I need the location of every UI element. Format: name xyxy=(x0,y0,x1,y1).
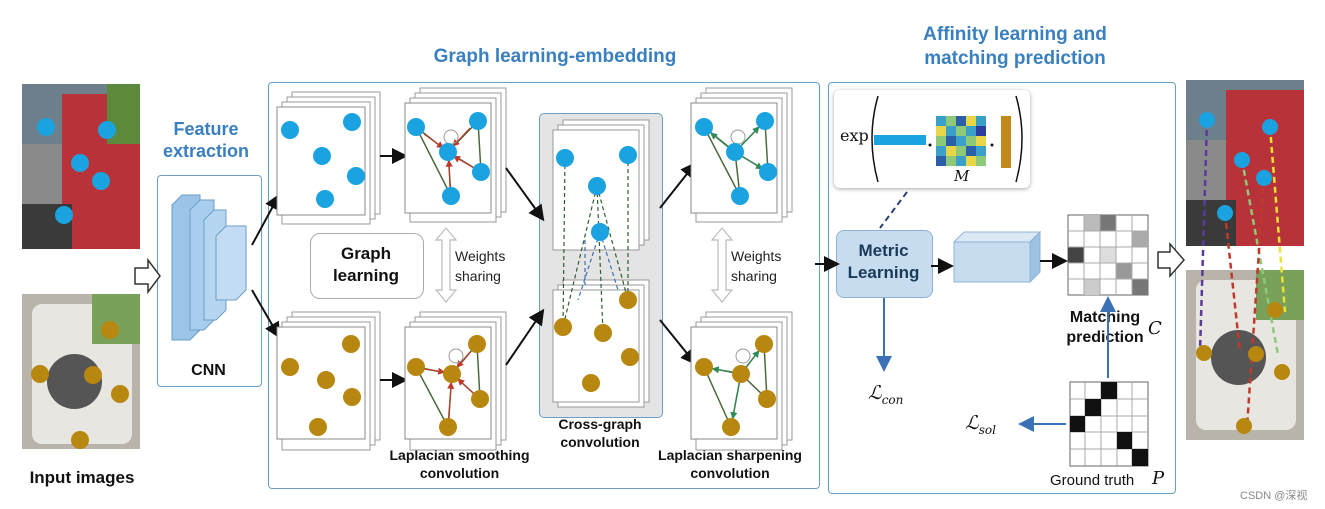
loss-sol-sub: sol xyxy=(978,422,996,437)
weights-sharing-label-2: Weights sharing xyxy=(731,248,782,284)
loss-con-sub: con xyxy=(881,392,904,407)
ground-truth-symbol: P xyxy=(1152,468,1165,489)
weights-sharing-label-1: Weights sharing xyxy=(455,248,506,284)
input-images-label: Input images xyxy=(29,468,135,487)
graph-learning-panel xyxy=(268,82,820,489)
matrix-symbol: M xyxy=(954,167,970,185)
feature-extraction-panel xyxy=(157,175,262,387)
exp-formula-card xyxy=(834,90,1030,188)
loss-sol: ℒsol xyxy=(965,412,996,437)
loss-con-main: ℒ xyxy=(868,382,882,404)
section-title-feature-extraction: Feature extraction xyxy=(162,119,250,161)
cnn-label: CNN xyxy=(191,362,226,379)
cross-graph-panel xyxy=(539,113,663,418)
ground-truth-label: Ground truth xyxy=(1050,472,1135,489)
matching-symbol: C xyxy=(1148,318,1162,339)
laplacian-smoothing-label: Laplacian smoothing convolution xyxy=(389,447,530,481)
cross-graph-label: Cross-graph convolution xyxy=(558,416,642,450)
exp-label: exp xyxy=(840,126,869,145)
loss-sol-main: ℒ xyxy=(965,412,979,434)
loss-con: ℒcon xyxy=(868,382,903,407)
output-image-bottom xyxy=(1186,270,1304,440)
graph-learning-label: Graph learning xyxy=(332,244,400,285)
graph-learning-box xyxy=(310,233,424,299)
section-title-graph-learning-embedding: Graph learning-embedding xyxy=(433,46,677,67)
sinkhorn-label: Sinkhorn xyxy=(962,256,1024,272)
input-image-top xyxy=(22,84,140,249)
affinity-panel xyxy=(828,82,1176,494)
input-image-bottom xyxy=(22,294,140,449)
laplacian-sharpening-label: Laplacian sharpening convolution xyxy=(658,447,802,481)
metric-learning-label: Metric Learning xyxy=(847,241,920,282)
output-image-top xyxy=(1186,80,1304,246)
watermark: CSDN @深视 xyxy=(1240,490,1308,502)
matching-prediction-label: Matching prediction xyxy=(1066,309,1144,346)
section-title-affinity: Affinity learning and matching predictio… xyxy=(923,24,1107,69)
